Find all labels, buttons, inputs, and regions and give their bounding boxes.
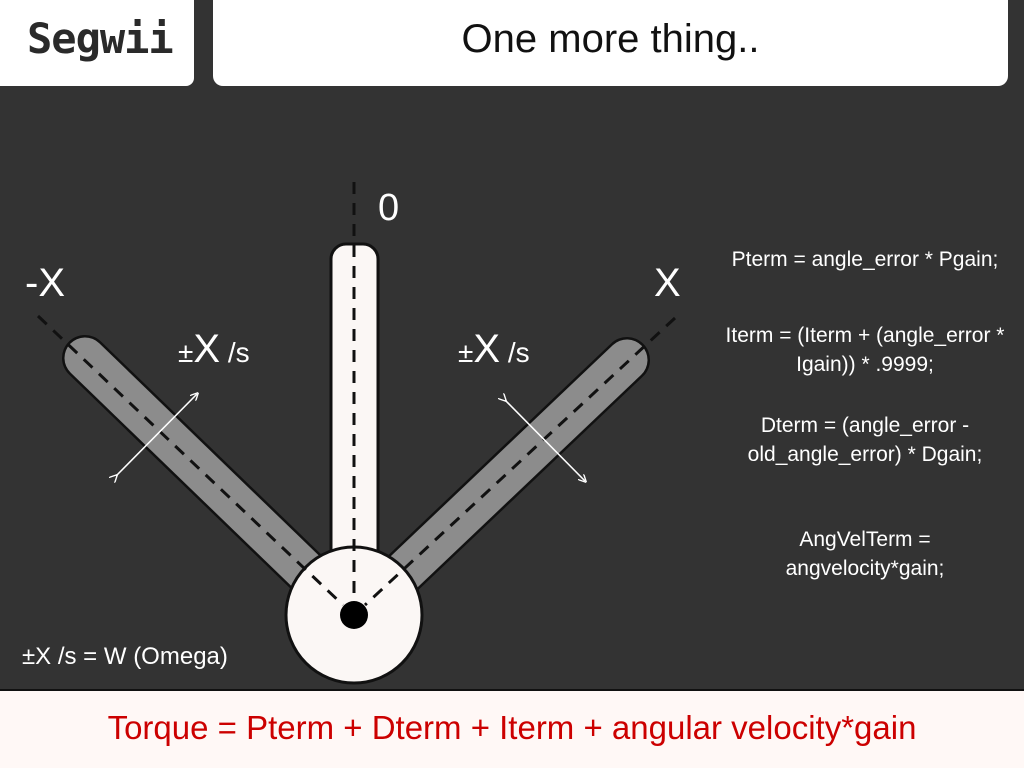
right-rate-unit: /s bbox=[500, 337, 530, 368]
right-rate-plusminus: ± bbox=[458, 337, 473, 368]
slide-title: One more thing.. bbox=[461, 17, 760, 61]
left-rate-plusminus: ± bbox=[178, 337, 193, 368]
right-rate-x: X bbox=[473, 327, 500, 371]
left-rate-unit: /s bbox=[220, 337, 250, 368]
footer-bar: Torque = Pterm + Dterm + Iterm + angular… bbox=[0, 689, 1024, 768]
omega-note: ±X /s = W (Omega) bbox=[22, 643, 228, 670]
torque-equation: Torque = Pterm + Dterm + Iterm + angular… bbox=[107, 709, 917, 746]
logo: Segwii bbox=[27, 14, 174, 63]
angvel-equation: AngVelTerm = angvelocity*gain; bbox=[700, 525, 1024, 583]
pterm-equation: Pterm = angle_error * Pgain; bbox=[700, 245, 1024, 274]
left-rate-x: X bbox=[193, 327, 220, 371]
dterm-line-2: old_angle_error) * Dgain; bbox=[747, 443, 983, 466]
pterm-line: Pterm = angle_error * Pgain; bbox=[731, 248, 999, 271]
label-zero: 0 bbox=[378, 187, 399, 229]
iterm-equation: Iterm = (Iterm + (angle_error * Igain)) … bbox=[700, 321, 1024, 379]
label-negative-x: -X bbox=[25, 261, 65, 305]
pendulum-diagram: 0 -X X ±X /s ±X /s bbox=[25, 182, 681, 685]
logo-panel: Segwii bbox=[0, 0, 194, 86]
angvel-line-2: angvelocity*gain; bbox=[785, 557, 945, 580]
left-rate-label: ±X /s bbox=[178, 327, 250, 371]
title-panel: One more thing.. bbox=[213, 0, 1008, 86]
iterm-line-1: Iterm = (Iterm + (angle_error * bbox=[725, 324, 1005, 347]
dterm-line-1: Dterm = (angle_error - bbox=[760, 414, 970, 437]
right-double-arrow bbox=[505, 400, 585, 481]
dterm-equation: Dterm = (angle_error - old_angle_error) … bbox=[700, 411, 1024, 469]
label-positive-x: X bbox=[654, 261, 681, 305]
angvel-line-1: AngVelTerm = bbox=[799, 528, 931, 551]
right-rate-label: ±X /s bbox=[458, 327, 530, 371]
left-double-arrow bbox=[116, 394, 197, 476]
iterm-line-2: Igain)) * .9999; bbox=[796, 353, 934, 376]
wheel-hub bbox=[340, 601, 368, 629]
